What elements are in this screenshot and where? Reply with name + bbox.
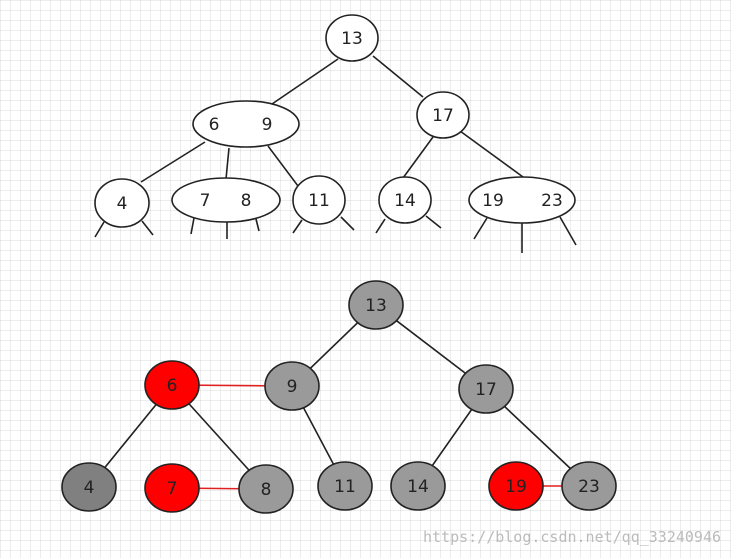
two-three-four-tree: 13 6 9 17 4 7 8 11 14 19 bbox=[94, 14, 577, 253]
node-label: 17 bbox=[475, 380, 497, 400]
edge-69-11 bbox=[267, 145, 299, 187]
tree-node-6-9: 6 9 bbox=[192, 100, 300, 148]
red-black-tree: 13 6 9 17 4 7 8 11 bbox=[61, 280, 617, 514]
leaf-stub bbox=[141, 220, 154, 236]
leaf-stub bbox=[190, 217, 195, 235]
leaf-stub bbox=[473, 217, 488, 240]
node-label: 14 bbox=[394, 191, 416, 211]
node-label: 8 bbox=[241, 191, 252, 211]
edge-17-1923 bbox=[459, 130, 524, 178]
rb-node-14: 14 bbox=[390, 461, 446, 511]
rb-node-6: 6 bbox=[144, 360, 200, 410]
tree-node-4: 4 bbox=[94, 178, 150, 228]
rb-node-4: 4 bbox=[61, 462, 117, 512]
rb-node-9: 9 bbox=[264, 361, 320, 411]
rb-node-11: 11 bbox=[317, 461, 373, 511]
tree-node-19-23: 19 23 bbox=[468, 176, 576, 224]
watermark-text: https://blog.csdn.net/qq_33240946 bbox=[422, 528, 721, 546]
edge-13-69 bbox=[271, 58, 339, 105]
tree-node-17: 17 bbox=[416, 91, 470, 139]
edge-69-78 bbox=[225, 147, 230, 180]
leaf-stub bbox=[425, 215, 442, 229]
tree-node-13: 13 bbox=[325, 14, 379, 62]
node-label: 8 bbox=[261, 480, 272, 500]
node-label: 19 bbox=[505, 477, 527, 497]
node-label: 9 bbox=[287, 377, 298, 397]
node-label: 13 bbox=[365, 296, 387, 316]
tree-node-7-8: 7 8 bbox=[171, 177, 281, 223]
node-label: 23 bbox=[541, 191, 563, 211]
node-label: 6 bbox=[167, 376, 178, 396]
leaf-stub bbox=[255, 218, 260, 232]
rb-node-8: 8 bbox=[238, 464, 294, 514]
leaf-stub bbox=[292, 219, 303, 234]
node-label: 11 bbox=[334, 477, 356, 497]
rb-node-19: 19 bbox=[488, 461, 544, 511]
rb-node-17: 17 bbox=[458, 364, 514, 414]
node-label: 7 bbox=[200, 191, 211, 211]
node-label: 14 bbox=[407, 477, 429, 497]
tree-node-14: 14 bbox=[378, 176, 432, 224]
node-label: 7 bbox=[167, 479, 178, 499]
tree-node-11: 11 bbox=[292, 175, 346, 225]
leaf-stub bbox=[340, 216, 355, 231]
rb-node-7: 7 bbox=[144, 463, 200, 513]
rb-node-23: 23 bbox=[561, 461, 617, 511]
leaf-stub bbox=[559, 216, 577, 246]
node-label: 13 bbox=[341, 29, 363, 49]
node-label: 6 bbox=[209, 115, 220, 135]
node-label: 9 bbox=[262, 115, 273, 135]
leaf-stub bbox=[94, 221, 105, 238]
edge-17-14 bbox=[402, 136, 434, 179]
edge-13-17 bbox=[372, 55, 424, 98]
node-label: 4 bbox=[117, 194, 128, 214]
leaf-stub bbox=[375, 218, 386, 234]
node-label: 19 bbox=[482, 191, 504, 211]
node-label: 23 bbox=[578, 477, 600, 497]
node-label: 4 bbox=[84, 478, 95, 498]
edge-69-4 bbox=[140, 141, 206, 183]
node-label: 17 bbox=[432, 106, 454, 126]
rb-node-13: 13 bbox=[348, 280, 404, 330]
node-label: 11 bbox=[308, 191, 330, 211]
